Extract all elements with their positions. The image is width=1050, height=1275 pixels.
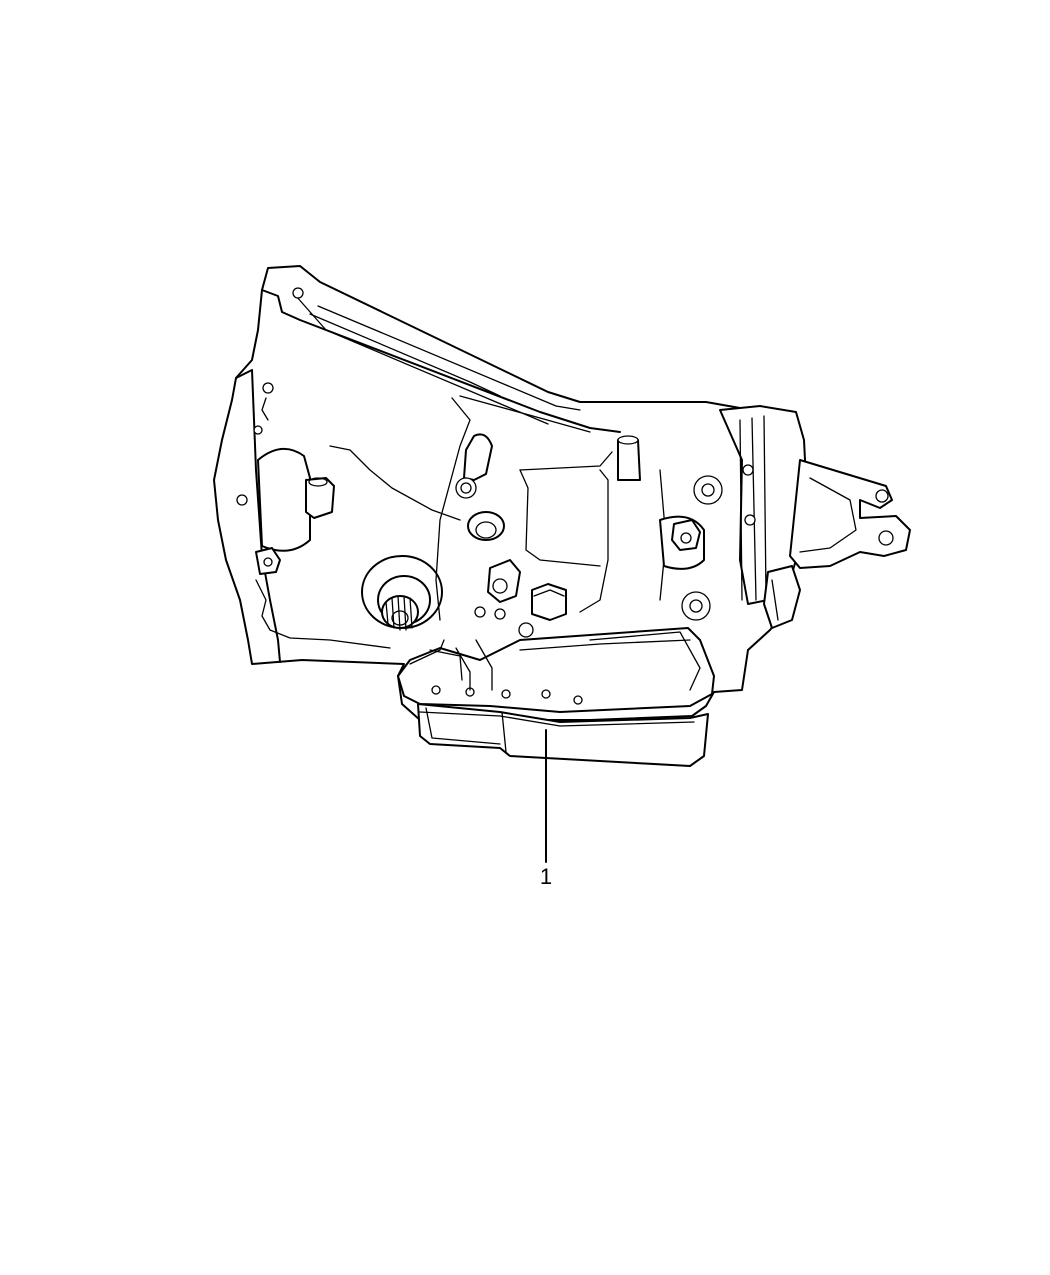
callout-number-1: 1 [539, 864, 553, 889]
oil-pan-flange [397, 627, 715, 713]
bolt-boss-top [292, 287, 304, 299]
mount-bracket [789, 459, 911, 569]
bolt-boss-upper-left [262, 382, 274, 394]
mount-bolt-hole-upper [875, 489, 889, 503]
bolt-boss-left [253, 425, 263, 435]
front-pump-boss [257, 448, 311, 552]
oil-pan [397, 627, 715, 767]
mount-bolt-hole-lower [878, 530, 894, 546]
transmission-case [213, 265, 795, 721]
front-pump-hub [305, 477, 335, 519]
oil-pan-body [417, 703, 709, 767]
dipstick-tube [617, 439, 641, 481]
bell-housing-inner-edge [261, 289, 621, 433]
extension-housing [719, 405, 911, 629]
bolt-boss-mid-left [236, 494, 248, 506]
output-flange [763, 565, 801, 629]
electrical-connector [531, 583, 567, 621]
